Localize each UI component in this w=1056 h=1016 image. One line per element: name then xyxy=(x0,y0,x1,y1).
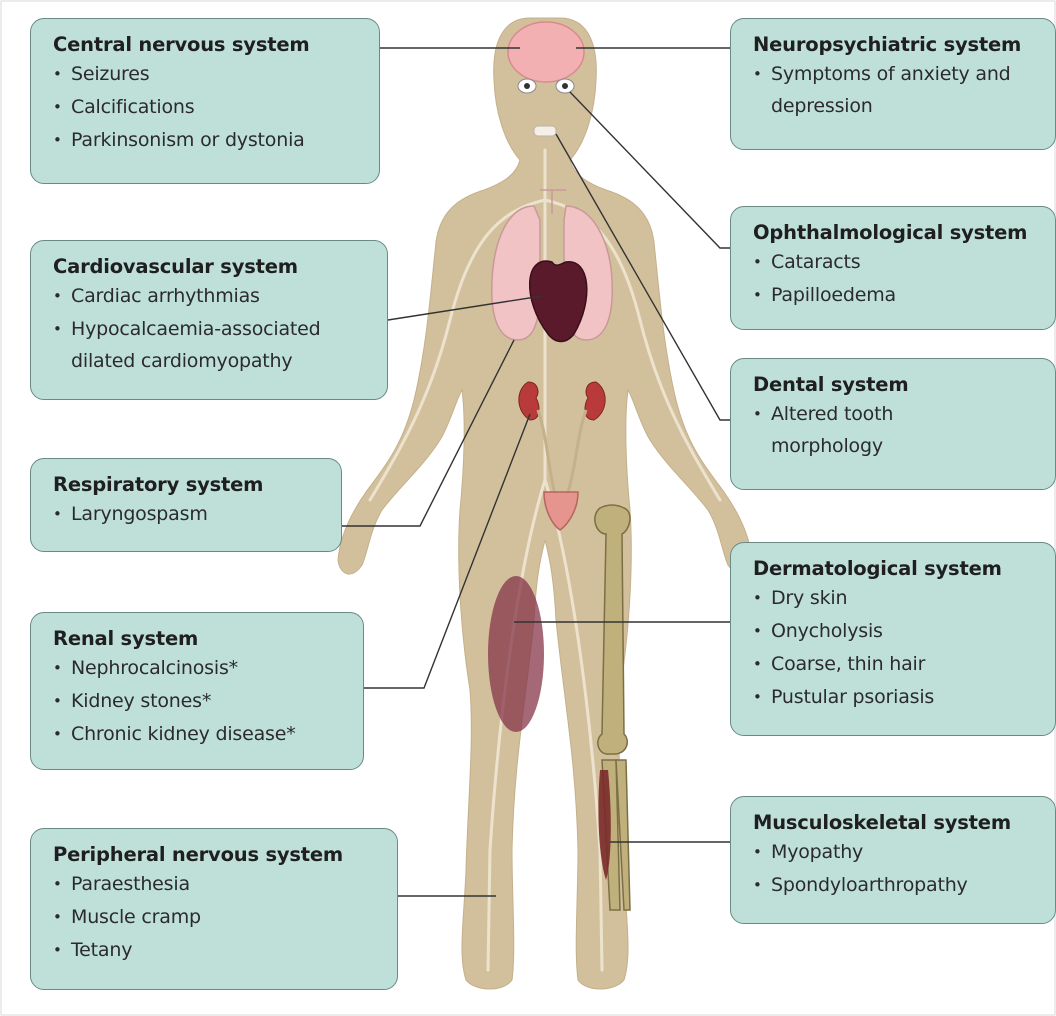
box-neuropsychiatric-system: Neuropsychiatric system Symptoms of anxi… xyxy=(730,18,1056,150)
symptom-item: Pustular psoriasis xyxy=(753,681,1041,714)
symptom-item: Onycholysis xyxy=(753,615,1041,648)
symptom-item: Cardiac arrhythmias xyxy=(53,280,373,313)
symptom-list: Symptoms of anxiety and depression xyxy=(753,58,1041,122)
box-musculoskeletal-system: Musculoskeletal system Myopathy Spondylo… xyxy=(730,796,1056,924)
box-title: Ophthalmological system xyxy=(753,221,1041,244)
box-renal-system: Renal system Nephrocalcinosis* Kidney st… xyxy=(30,612,364,770)
symptom-item: Parkinsonism or dystonia xyxy=(53,124,365,157)
symptom-item: Seizures xyxy=(53,58,365,91)
box-title: Dental system xyxy=(753,373,1041,396)
box-ophthalmological-system: Ophthalmological system Cataracts Papill… xyxy=(730,206,1056,330)
box-title: Neuropsychiatric system xyxy=(753,33,1041,56)
symptom-item: Altered tooth morphology xyxy=(753,398,931,462)
box-title: Respiratory system xyxy=(53,473,327,496)
box-title: Musculoskeletal system xyxy=(753,811,1041,834)
symptom-item: Paraesthesia xyxy=(53,868,383,901)
box-title: Cardiovascular system xyxy=(53,255,373,278)
box-peripheral-nervous-system: Peripheral nervous system Paraesthesia M… xyxy=(30,828,398,990)
brain xyxy=(508,22,584,82)
symptom-item: Nephrocalcinosis* xyxy=(53,652,349,685)
symptom-list: Nephrocalcinosis* Kidney stones* Chronic… xyxy=(53,652,349,751)
symptom-list: Cataracts Papilloedema xyxy=(753,246,1041,312)
symptom-list: Dry skin Onycholysis Coarse, thin hair P… xyxy=(753,582,1041,714)
box-central-nervous-system: Central nervous system Seizures Calcific… xyxy=(30,18,380,184)
symptom-item: Cataracts xyxy=(753,246,1041,279)
symptom-item: Chronic kidney disease* xyxy=(53,718,349,751)
symptom-item: Hypocalcaemia-associated dilated cardiom… xyxy=(53,313,371,377)
box-dental-system: Dental system Altered tooth morphology xyxy=(730,358,1056,490)
box-dermatological-system: Dermatological system Dry skin Onycholys… xyxy=(730,542,1056,736)
symptom-item: Spondyloarthropathy xyxy=(753,869,1041,902)
symptom-item: Myopathy xyxy=(753,836,1041,869)
box-title: Dermatological system xyxy=(753,557,1041,580)
symptom-item: Coarse, thin hair xyxy=(753,648,1041,681)
symptom-item: Tetany xyxy=(53,934,383,967)
symptom-list: Seizures Calcifications Parkinsonism or … xyxy=(53,58,365,157)
symptom-item: Laryngospasm xyxy=(53,498,327,531)
symptom-item: Symptoms of anxiety and depression xyxy=(753,58,1011,122)
box-title: Peripheral nervous system xyxy=(53,843,383,866)
symptom-item: Calcifications xyxy=(53,91,365,124)
teeth xyxy=(534,126,556,136)
symptom-item: Papilloedema xyxy=(753,279,1041,312)
symptom-list: Altered tooth morphology xyxy=(753,398,1041,462)
box-title: Renal system xyxy=(53,627,349,650)
symptom-item: Kidney stones* xyxy=(53,685,349,718)
symptom-list: Cardiac arrhythmias Hypocalcaemia-associ… xyxy=(53,280,373,377)
box-respiratory-system: Respiratory system Laryngospasm xyxy=(30,458,342,552)
symptom-list: Myopathy Spondyloarthropathy xyxy=(753,836,1041,902)
box-title: Central nervous system xyxy=(53,33,365,56)
skin-lesion xyxy=(488,576,544,732)
symptom-item: Muscle cramp xyxy=(53,901,383,934)
symptom-list: Laryngospasm xyxy=(53,498,327,531)
symptom-item: Dry skin xyxy=(753,582,1041,615)
symptom-list: Paraesthesia Muscle cramp Tetany xyxy=(53,868,383,967)
box-cardiovascular-system: Cardiovascular system Cardiac arrhythmia… xyxy=(30,240,388,400)
